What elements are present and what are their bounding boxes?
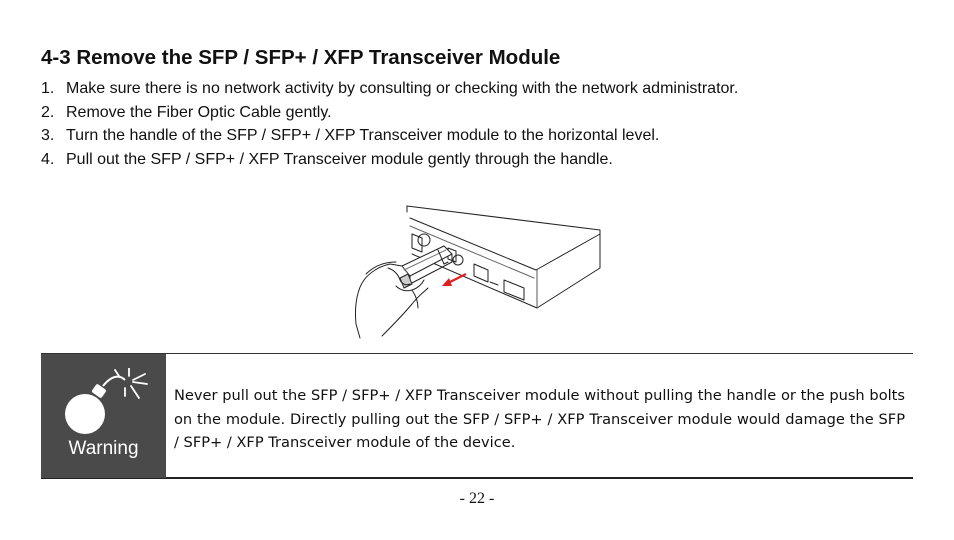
bomb-icon bbox=[65, 368, 148, 434]
step-number: 2. bbox=[41, 103, 55, 121]
step-text: Turn the handle of the SFP / SFP+ / XFP … bbox=[66, 127, 660, 145]
step-text: Make sure there is no network activity b… bbox=[66, 80, 739, 97]
step-item: 4. Pull out the SFP / SFP+ / XFP Transcei… bbox=[41, 148, 738, 172]
warning-panel: Warning bbox=[41, 354, 166, 478]
steps-list: 1. Make sure there is no network activity… bbox=[41, 77, 738, 171]
step-number: 4. bbox=[41, 150, 55, 168]
page-number: - 22 - bbox=[459, 490, 495, 507]
warning-box: Warning Never pull out the SFP / SFP+ / … bbox=[41, 353, 913, 479]
step-text: Pull out the SFP / SFP+ / XFP Transceive… bbox=[66, 150, 613, 168]
step-item: 1. Make sure there is no network activity… bbox=[41, 77, 738, 101]
step-text: Remove the Fiber Optic Cable gently. bbox=[66, 103, 332, 121]
pull-arrow-icon bbox=[442, 273, 467, 286]
warning-label: Warning bbox=[68, 438, 139, 459]
section-title: 4-3 Remove the SFP / SFP+ / XFP Transcei… bbox=[41, 46, 561, 69]
step-number: 1. bbox=[41, 80, 55, 97]
step-item: 2. Remove the Fiber Optic Cable gently. bbox=[41, 101, 738, 125]
hand-removing-transceiver-illustration bbox=[355, 205, 601, 339]
step-number: 3. bbox=[41, 127, 55, 145]
warning-text: Never pull out the SFP / SFP+ / XFP Tran… bbox=[174, 387, 905, 451]
step-item: 3. Turn the handle of the SFP / SFP+ / XF… bbox=[41, 124, 738, 148]
